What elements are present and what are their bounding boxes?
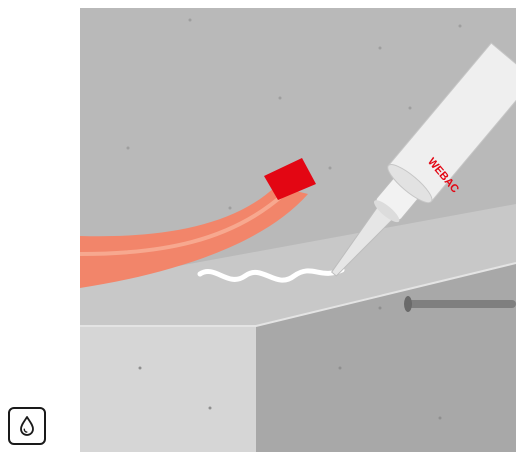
illustration-canvas: WEBAC (80, 8, 516, 452)
concrete-slab-front (80, 326, 256, 452)
water-drop-icon[interactable] (8, 407, 46, 445)
